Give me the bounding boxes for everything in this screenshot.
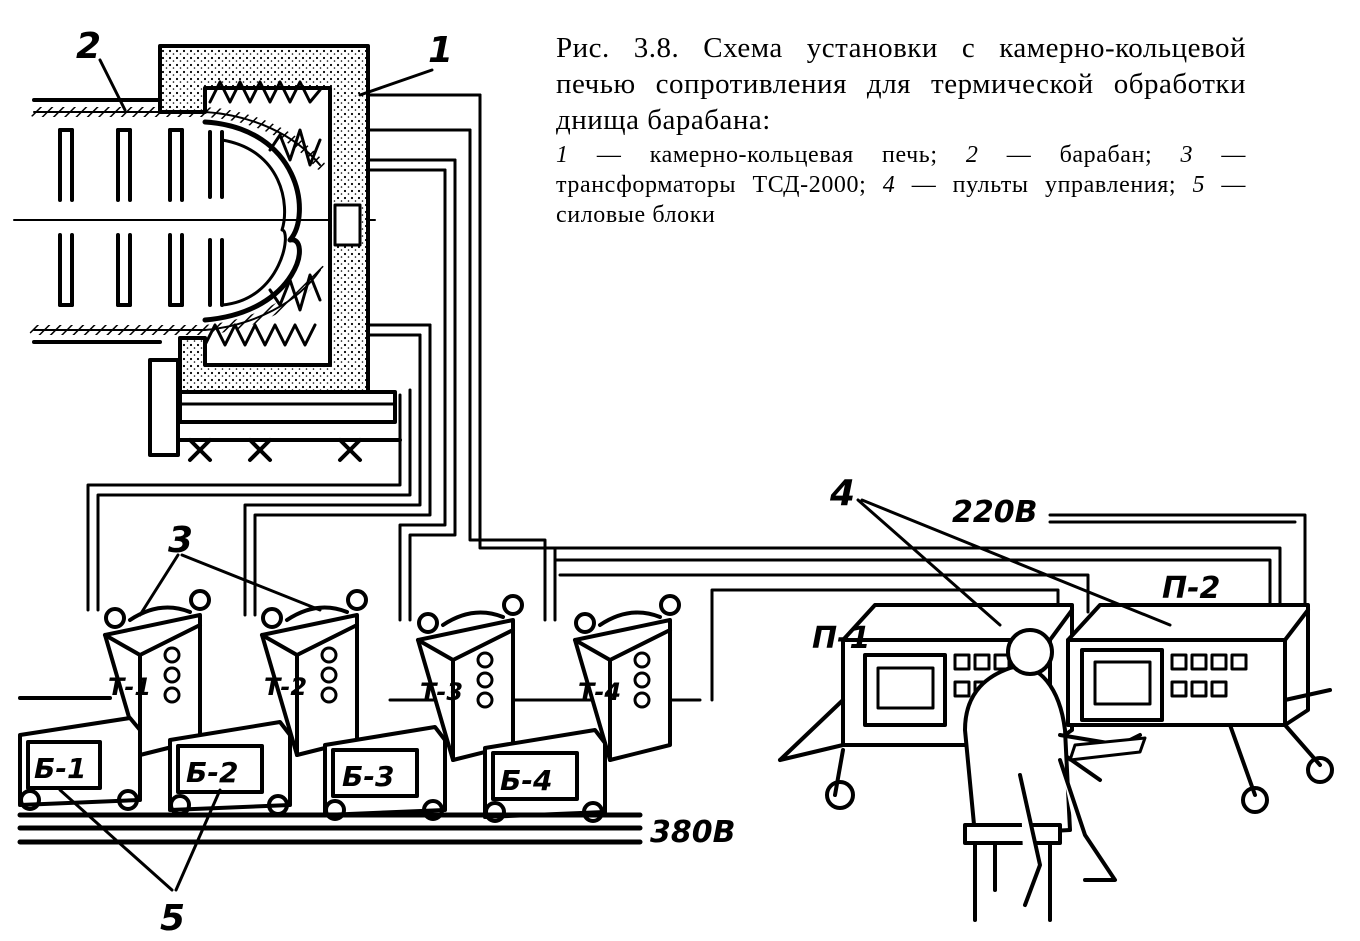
callout-furnace: 1 [428,30,453,71]
transformer-t1 [103,589,211,757]
transformer-label-t1: Т-1 [108,673,151,701]
legend-num-5: 5 [1192,172,1206,198]
transformer-label-t2: Т-2 [264,673,307,701]
drum [13,98,376,344]
legend-num-1: 1 [556,142,569,168]
legend-text-1: — камерно-кольцевая печь; [568,142,966,168]
power-block-b4 [483,728,607,823]
console-p2 [1066,603,1334,814]
power-block-b1 [18,716,142,811]
console-label-p1: П-1 [812,621,870,656]
legend-num-4: 4 [882,172,896,198]
voltage-label-380: 380В [650,815,736,850]
console-label-p2: П-2 [1162,571,1220,606]
transformer-label-t4: Т-4 [578,678,621,706]
power-block-b2 [168,720,292,816]
control-cables [388,513,1307,702]
transformer-t4 [573,594,681,762]
power-block-label-b1: Б-1 [34,752,86,785]
legend-text-4: — пульты управления; [895,172,1193,198]
transformer-t2 [260,589,368,757]
mains-bus [17,696,643,845]
console-desk [1068,736,1147,762]
legend-num-2: 2 [965,142,979,168]
legend-text-2: — барабан; [978,142,1181,168]
caption-title: Рис. 3.8. Схема установки с камерно-коль… [556,32,1246,136]
callout-consoles: 4 [829,473,855,514]
figure-caption: Рис. 3.8. Схема установки с камерно-коль… [556,30,1246,230]
power-block-label-b2: Б-2 [186,756,238,789]
callout-power-blocks: 5 [160,898,185,939]
voltage-label-220: 220В [952,495,1038,530]
transformer-label-t3: Т-3 [420,678,463,706]
power-block-label-b4: Б-4 [500,764,552,797]
caption-legend: 1 — камерно-кольцевая печь; 2 — барабан;… [556,140,1246,230]
furnace-cables [86,93,557,622]
legend-text-3: — трансформаторы ТСД-2000; [556,142,1246,198]
operator-figure [963,628,1142,922]
furnace [148,44,402,462]
power-block-label-b3: Б-3 [342,760,394,793]
callout-drum: 2 [76,26,101,67]
callout-leaders [58,58,1172,892]
power-block-b3 [323,725,447,821]
legend-text-5: — силовые блоки [556,172,1246,228]
legend-num-3: 3 [1180,142,1194,168]
callout-transformers: 3 [168,520,193,561]
